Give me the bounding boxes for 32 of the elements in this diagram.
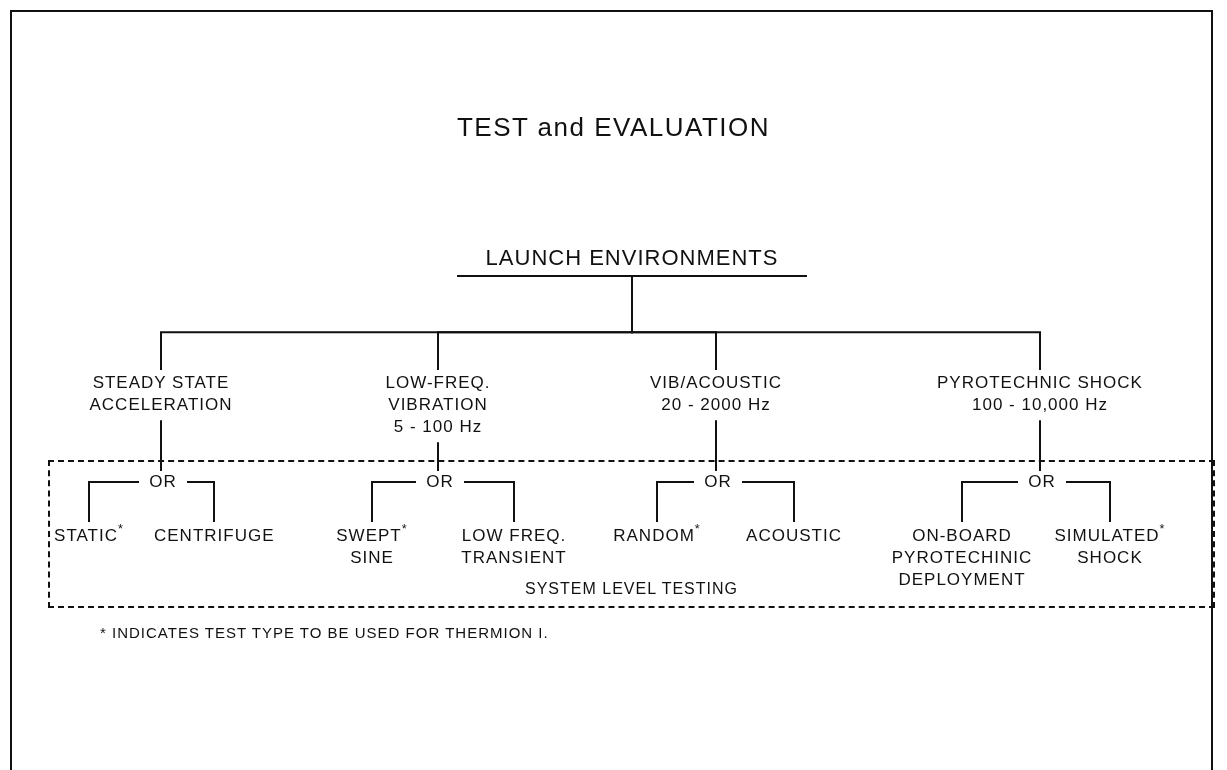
node-text: VIB/ACOUSTIC (649, 372, 783, 394)
connector-line (160, 419, 162, 472)
connector-line (656, 481, 695, 523)
node-text: STEADY STATE ACCELERATION (56, 372, 266, 417)
connector-line (961, 481, 1019, 523)
frequency-range: 20 - 2000 Hz (660, 394, 772, 417)
heading-text: LAUNCH ENVIRONMENTS (457, 244, 807, 277)
connector-line (371, 481, 417, 523)
node-text: LOW-FREQ. VIBRATION (384, 372, 492, 417)
connector-line (1065, 481, 1111, 523)
connector-line (437, 441, 439, 472)
connector-line (741, 481, 795, 523)
node-text: RANDOM$^{*}$ (607, 525, 707, 548)
group-label: SYSTEM LEVEL TESTING (524, 580, 739, 598)
node-text: PYROTECHNIC SHOCK (936, 372, 1144, 394)
node-text: STATIC$^{*}$ (46, 525, 132, 548)
node-text: SIMULATED$^{*}$ SHOCK (1050, 525, 1170, 570)
title: TEST and EVALUATION (455, 112, 772, 143)
node-text: CENTRIFUGE (154, 525, 274, 548)
connector-line (186, 481, 215, 523)
connector-line (1039, 419, 1041, 472)
connector-line (463, 481, 515, 523)
connector-line (88, 481, 140, 523)
node-text: SWEPT$^{*}$ SINE (333, 525, 411, 570)
dashed-group-frame (48, 460, 1215, 608)
node-text: LOW FREQ. TRANSIENT (454, 525, 574, 570)
frequency-range: 100 - 10,000 Hz (971, 394, 1109, 417)
connector-line (715, 419, 717, 472)
footnote: * INDICATES TEST TYPE TO BE USED FOR THERMION I. (100, 624, 549, 641)
node-text: ACOUSTIC (744, 525, 844, 548)
node-text: ON-BOARD PYROTECHINIC DEPLOYMENT (877, 525, 1047, 592)
frequency-range: 5 - 100 Hz (392, 416, 484, 439)
